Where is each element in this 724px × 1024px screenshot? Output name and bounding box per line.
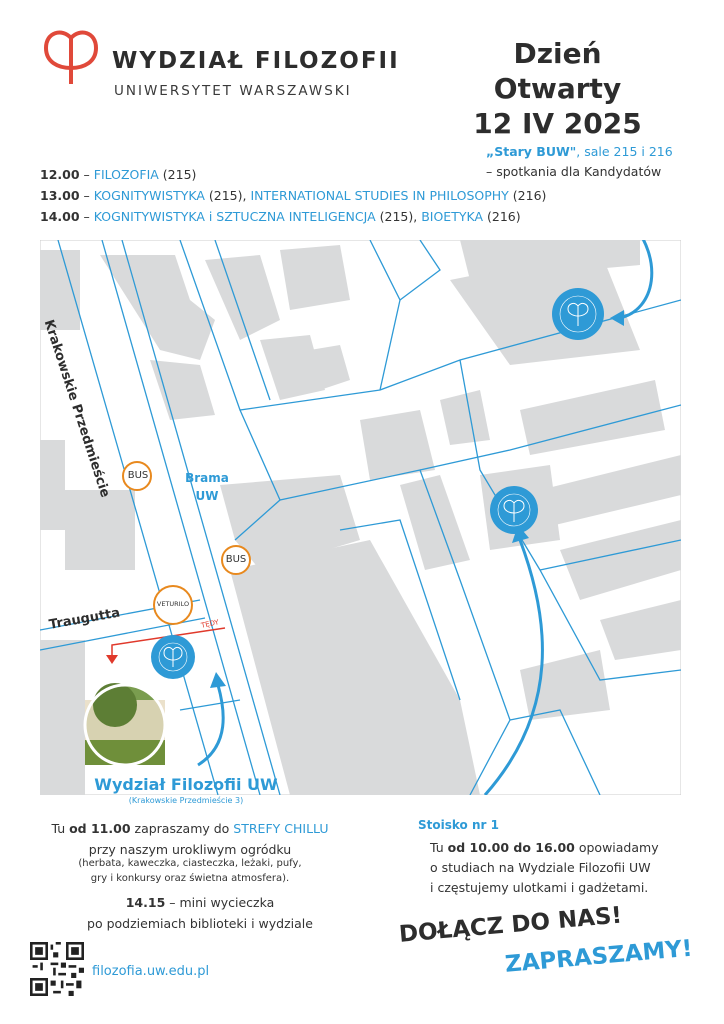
tour-info: 14.15 – mini wycieczka po podziemiach bi…: [40, 892, 360, 934]
event-title-block: Dzień Otwarty 12 IV 2025: [455, 36, 660, 141]
schedule-row: 13.00 – KOGNITYWISTYKA (215), INTERNATIO…: [40, 185, 546, 206]
schedule-time: 14.00: [40, 209, 80, 224]
chill-details: (herbata, kaweczka, ciasteczka, leżaki, …: [40, 856, 340, 886]
join-headline: DOŁĄCZ DO NAS!: [398, 902, 623, 948]
bus-label-2: BUS: [225, 554, 247, 565]
badge-stoisko-icon: [490, 486, 538, 534]
chill-text: Tu: [51, 821, 70, 836]
arrow-head-icon: [210, 672, 226, 688]
schedule-dash: –: [79, 167, 94, 182]
room: (215),: [375, 209, 422, 224]
chill-text: zapraszamy do: [130, 821, 234, 836]
schedule-time: 12.00: [40, 167, 80, 182]
stoisko-text: o studiach na Wydziale Filozofii UW: [430, 860, 651, 875]
program-name: FILOZOFIA: [93, 167, 159, 182]
stoisko-text: i częstujemy ulotkami i gadżetami.: [430, 880, 649, 895]
chill-text: przy naszym urokliwym ogródku: [88, 842, 292, 857]
room: (216): [508, 188, 547, 203]
program-name: KOGNITYWISTYKA: [93, 188, 205, 203]
schedule-dash: –: [79, 188, 94, 203]
university-name: UNIWERSYTET WARSZAWSKI: [114, 83, 352, 99]
qr-code-icon: [30, 942, 84, 996]
route-arrow-icon: [106, 655, 118, 664]
schedule-time: 13.00: [40, 188, 80, 203]
arrow-head-icon: [610, 310, 624, 326]
program-name: KOGNITYWISTYKA i SZTUCZNA INTELIGENCJA: [93, 209, 376, 224]
schedule-row: 14.00 – KOGNITYWISTYKA i SZTUCZNA INTELI…: [40, 206, 546, 227]
faculty-logo-icon: [43, 30, 99, 84]
tour-text: – mini wycieczka: [165, 895, 275, 910]
room: (215),: [204, 188, 251, 203]
chill-time: od 11.00: [69, 821, 131, 836]
bus-label-1: BUS: [127, 470, 149, 481]
room: (215): [158, 167, 197, 182]
arrow-head-icon: [512, 525, 529, 543]
arrow-to-faculty: [197, 684, 225, 767]
schedule: 12.00 – FILOZOFIA (215) 13.00 – KOGNITYW…: [40, 164, 546, 227]
schedule-dash: –: [79, 209, 94, 224]
chill-zone-name: STREFY CHILLU: [233, 821, 329, 836]
stoisko-title: Stoisko nr 1: [418, 818, 499, 832]
schedule-row: 12.00 – FILOZOFIA (215): [40, 164, 546, 185]
chill-detail-line: (herbata, kaweczka, ciasteczka, leżaki, …: [78, 858, 302, 869]
stoisko-info: Tu od 10.00 do 16.00 opowiadamy o studia…: [430, 838, 659, 898]
gate-label: Brama UW: [182, 469, 232, 505]
room: (216): [483, 209, 521, 224]
veturilo-icon: [153, 585, 193, 625]
faculty-name: WYDZIAŁ FILOZOFII: [112, 48, 400, 74]
arrow-to-stoisko: [483, 539, 544, 795]
event-title: Dzień Otwarty: [493, 37, 622, 105]
arrow-to-stary-buw: [619, 240, 654, 320]
program-name: BIOETYKA: [421, 209, 484, 224]
gate-label-line2: UW: [195, 489, 219, 503]
faculty-location-title: Wydział Filozofii UW: [94, 775, 278, 794]
gate-label-line1: Brama: [185, 471, 229, 485]
bus-stop-2-icon: [221, 545, 251, 575]
event-date: 12 IV 2025: [473, 107, 642, 140]
stoisko-text: Tu: [430, 840, 448, 855]
stary-buw-desc: – spotkania dla Kandydatów: [486, 164, 662, 179]
website-link[interactable]: filozofia.uw.edu.pl: [92, 964, 210, 979]
faculty-address: (Krakowskie Przedmieście 3): [128, 796, 244, 805]
campus-map: [40, 240, 681, 795]
veturilo-label: VETURILO: [156, 600, 190, 608]
route-line: [111, 627, 226, 658]
faculty-photo: [83, 683, 167, 767]
stoisko-text: opowiadamy: [574, 840, 659, 855]
tour-text: po podziemiach biblioteki i wydziale: [87, 916, 313, 931]
stary-buw-rooms: , sale 215 i 216: [576, 144, 673, 159]
bus-stop-1-icon: [122, 461, 152, 491]
chill-detail-line: gry i konkursy oraz świetna atmosfera).: [90, 873, 290, 884]
streets: [40, 240, 681, 795]
invite-headline: ZAPRASZAMY!: [504, 935, 694, 978]
chill-zone-info: Tu od 11.00 zapraszamy do STREFY CHILLU …: [40, 818, 340, 860]
stoisko-hours: od 10.00 do 16.00: [447, 840, 575, 855]
program-name: INTERNATIONAL STUDIES IN PHILOSOPHY: [250, 188, 509, 203]
tour-time: 14.15: [125, 895, 166, 910]
stary-buw-note: „Stary BUW", sale 215 i 216 – spotkania …: [486, 142, 673, 182]
badge-stary-buw-icon: [552, 288, 604, 340]
badge-faculty-icon: [151, 635, 195, 679]
stary-buw-name: „Stary BUW": [486, 144, 577, 159]
